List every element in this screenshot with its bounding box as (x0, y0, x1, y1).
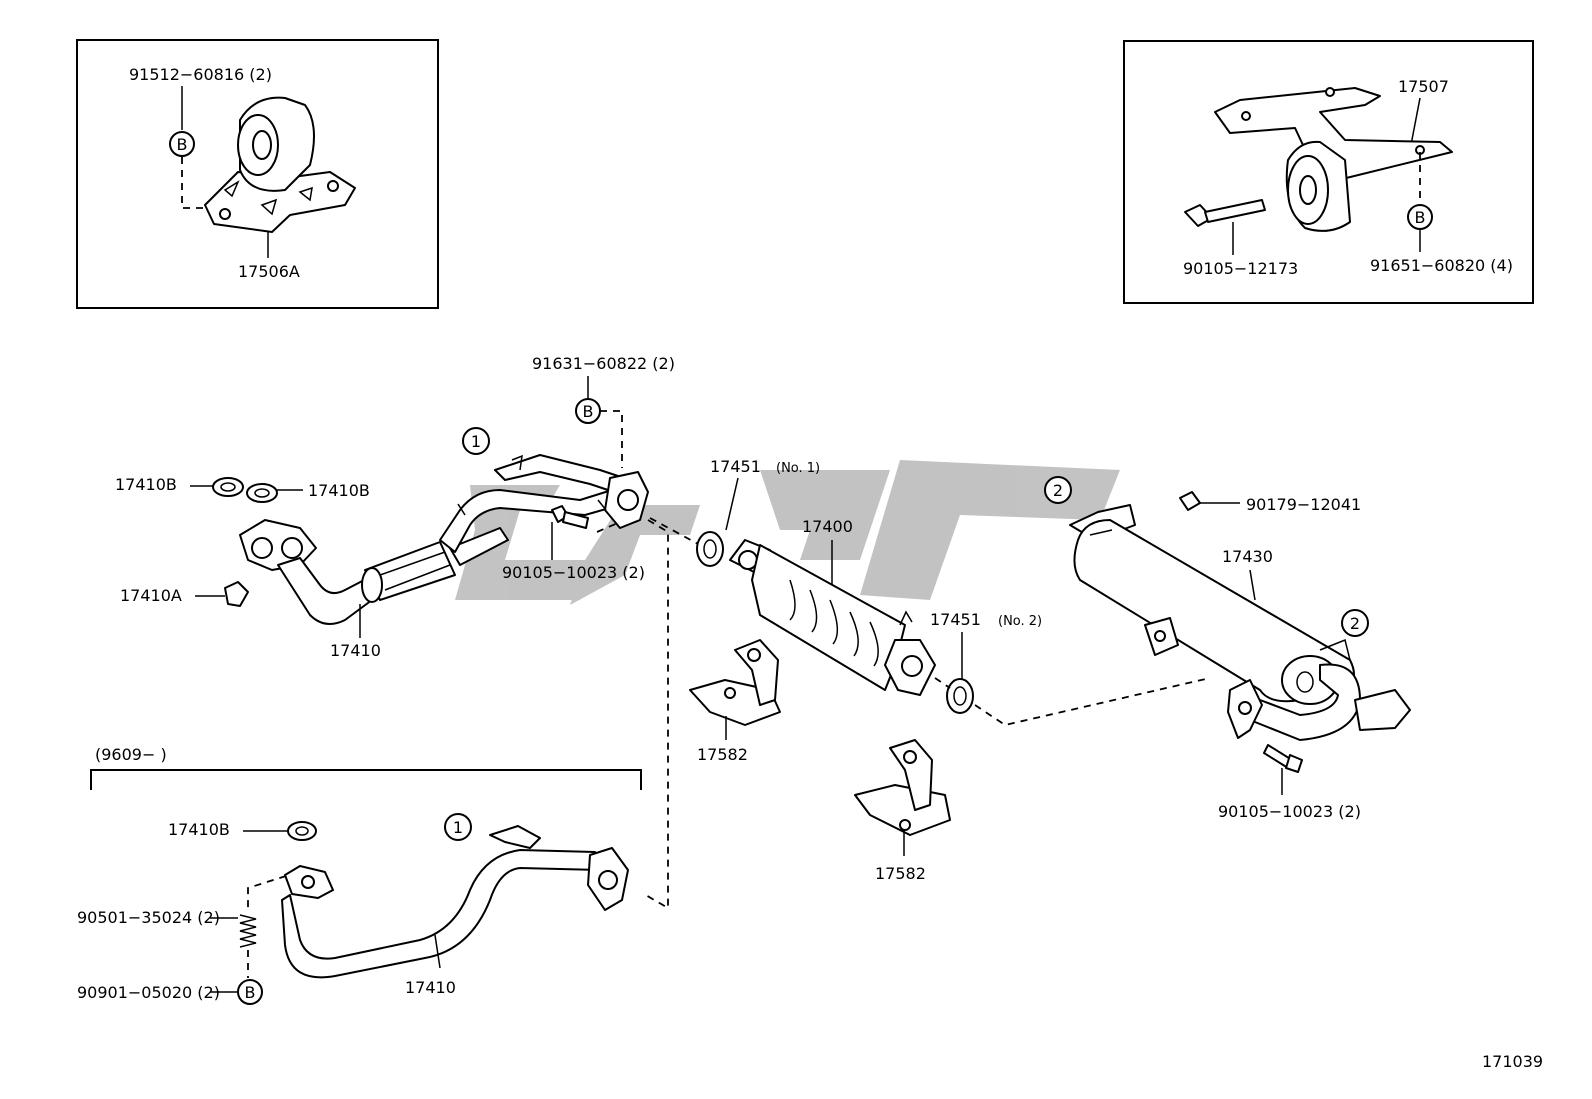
label-90179-12041: 90179−12041 (1246, 495, 1361, 514)
label-91631-60822: 91631−60822 (2) (532, 354, 675, 373)
spring-90501-35024 (239, 914, 257, 948)
marker-b-inset-right: B (1407, 204, 1433, 230)
front-pipe-upper: 91631−60822 (2) B 1 17410B 17410B 17410A (115, 354, 675, 660)
svg-text:2: 2 (1053, 481, 1063, 500)
bolt-90105-12173 (1184, 199, 1266, 227)
gasket-17451-no2 (946, 678, 974, 714)
bolt-90179-12041 (1179, 491, 1201, 511)
label-date-range: (9609− ) (95, 745, 167, 764)
bolt-90105-10023-rear (1263, 744, 1303, 773)
label-17507: 17507 (1398, 77, 1449, 96)
label-17582-left: 17582 (697, 745, 748, 764)
marker-one-upper: 1 (462, 427, 490, 455)
label-17410b-left: 17410B (115, 475, 177, 494)
connector-dashed-left (643, 519, 669, 910)
gasket-17410b-lower (287, 821, 317, 841)
inset-rear-mount: 17507 90105−12173 B 91651−60820 (4) (1123, 40, 1534, 304)
variant-bracket-line (90, 769, 642, 790)
catalytic-converter-17400 (729, 539, 936, 696)
inset-box-right (1123, 40, 1534, 304)
label-90105-10023-front: 90105−10023 (2) (502, 563, 645, 582)
converter-17400-group: 17400 (729, 517, 936, 696)
nut-17410a (224, 581, 249, 607)
marker-two-bottom: 2 (1341, 609, 1369, 637)
marker-b-front-pipe: B (575, 398, 601, 424)
marker-b-inset-left: B (169, 131, 195, 157)
inset-front-mount: 91512−60816 (2) B 17506A (76, 39, 439, 309)
muffler-17430 (1069, 504, 1411, 741)
lower-variant-section: (9609− ) 1 17410B 17410 90501−35024 (2 (77, 745, 642, 1005)
label-17582-right: 17582 (875, 864, 926, 883)
label-90501-35024: 90501−35024 (2) (77, 908, 220, 927)
svg-text:B: B (245, 983, 256, 1002)
marker-b-lower: B (237, 979, 263, 1005)
svg-text:B: B (1415, 208, 1426, 227)
svg-text:1: 1 (471, 432, 481, 451)
hanger-17582-left-group: 17582 (689, 639, 781, 764)
svg-text:1: 1 (453, 818, 463, 837)
gasket-17410b-left (212, 477, 244, 497)
diagram-number: 171039 (1482, 1052, 1543, 1071)
label-90105-12173: 90105−12173 (1183, 259, 1298, 278)
hanger-bracket-17582-left (689, 639, 781, 726)
inset-box-left (76, 39, 439, 309)
label-17410a: 17410A (120, 586, 182, 605)
label-17451-no2: 17451 (930, 610, 981, 629)
front-exhaust-pipe-17410-lower (281, 825, 629, 979)
marker-two-top: 2 (1044, 476, 1072, 504)
label-17451-no1-note: (No. 1) (776, 461, 820, 476)
label-17410b-right: 17410B (308, 481, 370, 500)
svg-text:2: 2 (1350, 614, 1360, 633)
label-91651-60820: 91651−60820 (4) (1370, 256, 1513, 275)
label-91512-60816: 91512−60816 (2) (129, 65, 272, 84)
gasket-17451-no1-group: 17451 (No. 1) (696, 457, 820, 567)
rear-mount-bracket-17507 (1214, 87, 1453, 232)
label-17451-no1: 17451 (710, 457, 761, 476)
gasket-17451-no2-group: 17451 (No. 2) (930, 610, 1211, 726)
muffler-17430-group: 2 2 90179−12041 17430 (1044, 476, 1411, 821)
label-17400: 17400 (802, 517, 853, 536)
label-17410b-lower: 17410B (168, 820, 230, 839)
svg-text:B: B (177, 135, 188, 154)
connector-dashed-gasket (649, 517, 701, 546)
label-17410-top: 17410 (330, 641, 381, 660)
gasket-17451-no1 (696, 531, 724, 567)
label-17410-lower: 17410 (405, 978, 456, 997)
label-17451-no2-note: (No. 2) (998, 614, 1042, 629)
hanger-17582-right-group: 17582 (854, 739, 951, 883)
engine-mount-bracket-17506a (204, 96, 356, 233)
front-exhaust-pipe-17410 (239, 454, 649, 625)
gasket-17410b-right (246, 483, 278, 503)
label-90105-10023-rear: 90105−10023 (2) (1218, 802, 1361, 821)
label-90901-05020: 90901−05020 (2) (77, 983, 220, 1002)
svg-text:B: B (583, 402, 594, 421)
label-17430: 17430 (1222, 547, 1273, 566)
hanger-bracket-17582-right (854, 739, 951, 836)
label-17506a: 17506A (238, 262, 300, 281)
marker-one-lower: 1 (444, 813, 472, 841)
bolt-90105-10023-front (551, 505, 589, 529)
